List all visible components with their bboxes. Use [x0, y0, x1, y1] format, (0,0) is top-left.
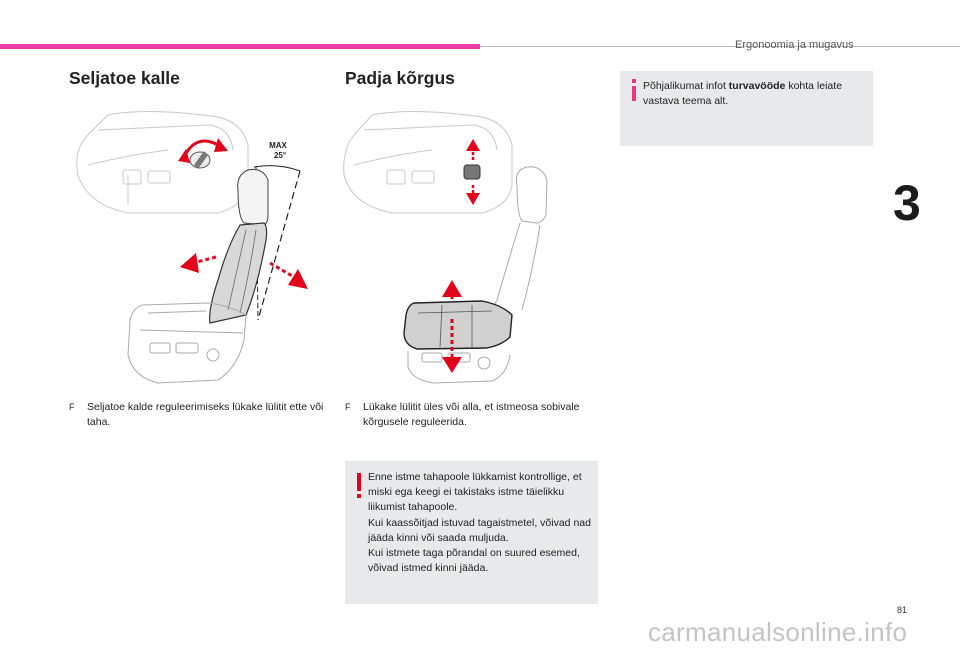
warning-box: Enne istme tahapoole lükkamist kontrolli…	[345, 461, 598, 604]
header-accent-bar	[0, 44, 480, 49]
height-switch	[463, 164, 481, 180]
cushion-height-instruction-text: Lükake lülitit üles või alla, et istmeos…	[363, 401, 580, 428]
backrest-switch	[189, 151, 211, 169]
cushion-height-instruction: F Lükake lülitit üles või alla, et istme…	[345, 400, 595, 430]
page-number: 81	[897, 605, 908, 615]
backrest-outline	[491, 166, 548, 311]
backrest-angle-illustration: MAX 25°	[76, 110, 308, 384]
seat-cushion-highlight	[403, 300, 513, 350]
exclamation-icon	[357, 473, 361, 498]
bullet-marker: F	[69, 402, 75, 412]
seat-side-outline	[76, 110, 249, 214]
bullet-marker: F	[345, 402, 351, 412]
backrest-seat	[209, 169, 269, 324]
max-label: MAX	[269, 141, 287, 150]
seat-base-outline	[407, 351, 511, 384]
seat-side-outline	[343, 110, 513, 214]
backrest-instruction-text: Seljatoe kalde reguleerimiseks lükake lü…	[87, 401, 324, 428]
header-rule	[480, 46, 960, 47]
watermark: carmanualsonline.info	[648, 617, 908, 647]
arrow-forward	[180, 253, 217, 273]
section-title-cushion-height: Padja kõrgus	[345, 68, 455, 88]
info-box: Põhjalikumat infot turvavööde kohta leia…	[620, 71, 873, 146]
backrest-instruction: F Seljatoe kalde reguleerimiseks lükake …	[69, 400, 324, 430]
info-text-bold: turvavööde	[728, 80, 786, 92]
cushion-up-down-arrow	[442, 280, 462, 373]
warning-text: Enne istme tahapoole lükkamist kontrolli…	[368, 471, 591, 575]
info-text: Põhjalikumat infot turvavööde kohta leia…	[643, 79, 868, 109]
seat-cushion	[127, 302, 247, 384]
chapter-title: Ergonoomia ja mugavus	[735, 39, 854, 51]
section-title-backrest: Seljatoe kalle	[69, 68, 180, 88]
switch-up-down-arrows	[466, 139, 480, 205]
info-text-prefix: Põhjalikumat infot	[643, 80, 729, 92]
chapter-number: 3	[893, 175, 921, 231]
info-icon	[632, 79, 636, 101]
arrow-backward	[269, 261, 308, 289]
cushion-height-illustration	[343, 110, 548, 384]
max-angle-label: 25°	[274, 151, 286, 160]
info-text-suffix: kohta leiate vastava teema alt.	[643, 80, 843, 107]
